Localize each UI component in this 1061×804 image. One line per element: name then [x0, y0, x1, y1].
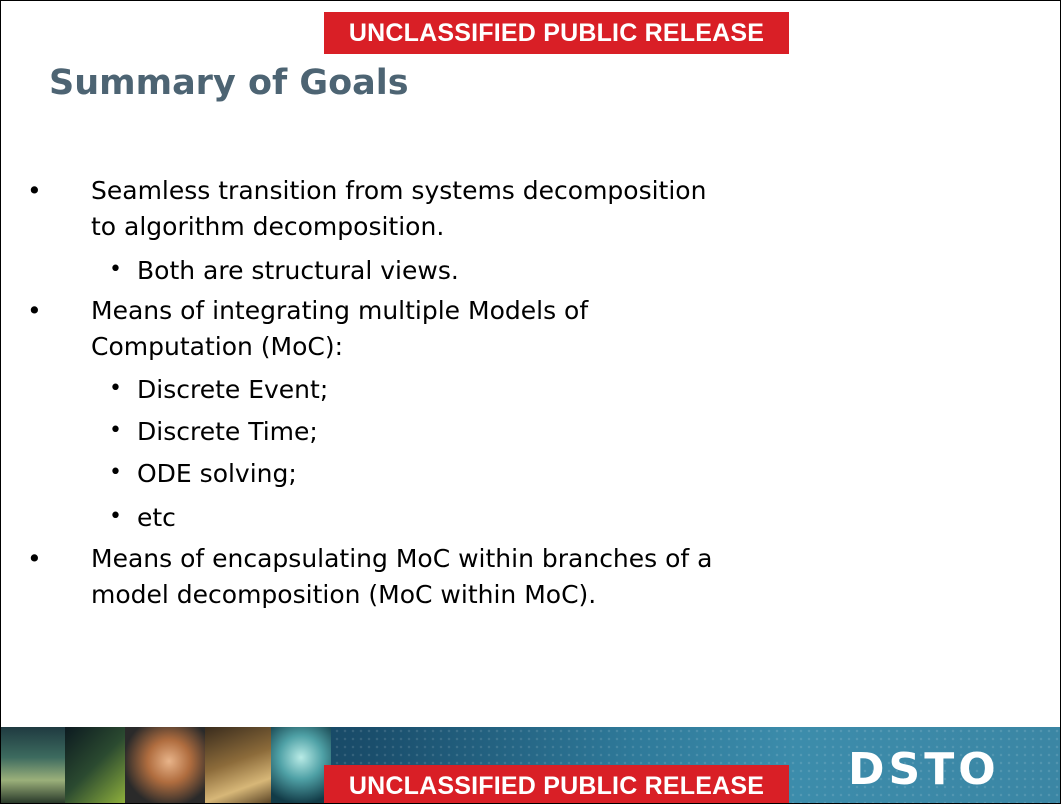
bullet-marker: • [27, 296, 42, 325]
sub-bullet-item: • Both are structural views. [109, 253, 459, 289]
footer-photo-operator [1, 727, 65, 803]
sub-bullet-text: Discrete Event; [137, 375, 329, 404]
bullet-text: to algorithm decomposition. [91, 212, 445, 241]
classification-banner-bottom: UNCLASSIFIED PUBLIC RELEASE [324, 765, 789, 803]
footer-photo-scan [271, 727, 331, 803]
sub-bullet-marker: • [109, 460, 122, 485]
bullet-marker: • [27, 544, 42, 573]
bullet-text: model decomposition (MoC within MoC). [91, 580, 597, 609]
sub-bullet-item: • etc [109, 500, 176, 536]
sub-bullet-item: • Discrete Time; [109, 414, 318, 450]
sub-bullet-text: Discrete Time; [137, 417, 318, 446]
dsto-logo: DSTO [848, 744, 1000, 795]
sub-bullet-marker: • [109, 376, 122, 401]
sub-bullet-marker: • [109, 257, 122, 282]
bullet-item: • Means of encapsulating MoC within bran… [27, 541, 713, 613]
bullet-marker: • [27, 176, 42, 205]
bullet-item: • Means of integrating multiple Models o… [27, 293, 589, 365]
sub-bullet-text: Both are structural views. [137, 256, 459, 285]
sub-bullet-text: etc [137, 503, 176, 532]
sub-bullet-marker: • [109, 504, 122, 529]
classification-banner-top: UNCLASSIFIED PUBLIC RELEASE [324, 12, 789, 54]
bullet-text: Seamless transition from systems decompo… [91, 176, 707, 205]
bullet-text: Computation (MoC): [91, 332, 344, 361]
footer-photo-display [65, 727, 125, 803]
sub-bullet-marker: • [109, 418, 122, 443]
sub-bullet-item: • Discrete Event; [109, 372, 329, 408]
bullet-text: Means of encapsulating MoC within branch… [91, 544, 713, 573]
bullet-text: Means of integrating multiple Models of [91, 296, 589, 325]
bullet-item: • Seamless transition from systems decom… [27, 173, 707, 245]
footer-photo-person [125, 727, 205, 803]
footer-photo-worker [205, 727, 271, 803]
sub-bullet-item: • ODE solving; [109, 456, 297, 492]
slide-title: Summary of Goals [49, 63, 409, 103]
sub-bullet-text: ODE solving; [137, 459, 297, 488]
